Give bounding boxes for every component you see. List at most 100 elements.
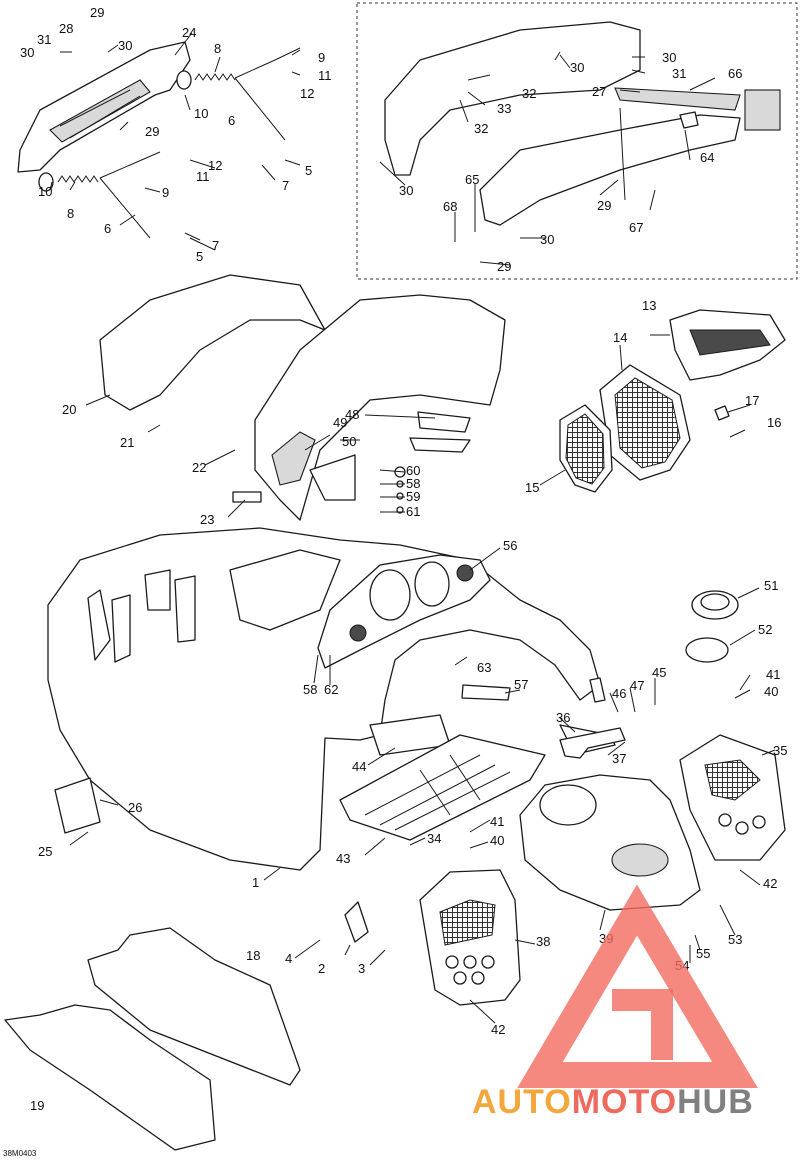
callout-51: 51 bbox=[764, 578, 778, 593]
callout-21: 21 bbox=[120, 435, 134, 450]
callout-26: 26 bbox=[128, 800, 142, 815]
fuel-tank-cover-39 bbox=[519, 774, 701, 911]
callout-29c: 29 bbox=[597, 198, 611, 213]
callout-6b: 6 bbox=[104, 221, 111, 236]
callout-28: 28 bbox=[59, 21, 73, 36]
gauge-panel-56 bbox=[317, 554, 491, 669]
callout-30e: 30 bbox=[399, 183, 413, 198]
automotohub-watermark: AUTOMOTOHUB bbox=[472, 884, 758, 1121]
callout-66: 66 bbox=[728, 66, 742, 81]
callout-19: 19 bbox=[30, 1098, 44, 1113]
callout-37: 37 bbox=[612, 751, 626, 766]
hood-support-bracket bbox=[17, 41, 191, 173]
callout-64: 64 bbox=[700, 150, 714, 165]
callout-24: 24 bbox=[182, 25, 196, 40]
callout-30c: 30 bbox=[570, 60, 584, 75]
callout-30a: 30 bbox=[20, 45, 34, 60]
callout-23: 23 bbox=[200, 512, 214, 527]
detail-frame bbox=[356, 2, 798, 280]
callout-52: 52 bbox=[758, 622, 772, 637]
callout-34: 34 bbox=[427, 831, 441, 846]
callout-47: 47 bbox=[630, 678, 644, 693]
drawing-code: 38M0403 bbox=[3, 1149, 37, 1158]
callout-10b: 10 bbox=[38, 184, 52, 199]
callout-44: 44 bbox=[352, 759, 366, 774]
callout-17: 17 bbox=[745, 393, 759, 408]
callout-35: 35 bbox=[773, 743, 787, 758]
callout-9a: 9 bbox=[318, 50, 325, 65]
callout-6a: 6 bbox=[228, 113, 235, 128]
callout-3: 3 bbox=[358, 961, 365, 976]
callout-68: 68 bbox=[443, 199, 457, 214]
callout-56: 56 bbox=[503, 538, 517, 553]
callout-11b: 11 bbox=[196, 169, 210, 184]
bracket-36 bbox=[559, 727, 626, 759]
callout-62: 62 bbox=[324, 682, 338, 697]
callout-2: 2 bbox=[318, 961, 325, 976]
callout-5a: 5 bbox=[305, 163, 312, 178]
spring-upper bbox=[176, 47, 301, 141]
watermark-part-hub: HUB bbox=[677, 1083, 754, 1121]
callout-31a: 31 bbox=[37, 32, 51, 47]
windshield-panel-22 bbox=[254, 294, 506, 521]
side-grille-35 bbox=[679, 734, 786, 861]
bracket-25 bbox=[54, 777, 101, 834]
watermark-text: AUTOMOTOHUB bbox=[472, 1083, 754, 1121]
callout-49: 49 bbox=[333, 415, 347, 430]
callout-15: 15 bbox=[525, 480, 539, 495]
vent-grilles bbox=[559, 309, 786, 493]
callout-29a: 29 bbox=[90, 5, 104, 20]
callout-59: 59 bbox=[406, 489, 420, 504]
callout-42b: 42 bbox=[491, 1022, 505, 1037]
callout-41a: 41 bbox=[766, 667, 780, 682]
callout-29b: 29 bbox=[145, 124, 159, 139]
callout-57: 57 bbox=[514, 677, 528, 692]
callout-30d: 30 bbox=[662, 50, 676, 65]
callout-29d: 29 bbox=[497, 259, 511, 274]
callout-9b: 9 bbox=[162, 185, 169, 200]
callout-40a: 40 bbox=[764, 684, 778, 699]
callout-38: 38 bbox=[536, 934, 550, 949]
storage-tray-43 bbox=[339, 714, 546, 841]
callout-60: 60 bbox=[406, 463, 420, 478]
callout-33: 33 bbox=[497, 101, 511, 116]
callout-20: 20 bbox=[62, 402, 76, 417]
callout-25: 25 bbox=[38, 844, 52, 859]
callout-48: 48 bbox=[345, 407, 359, 422]
watermark-triangle-logo bbox=[517, 884, 758, 1088]
callout-13: 13 bbox=[642, 298, 656, 313]
leader-lines bbox=[49, 32, 776, 1024]
callout-4: 4 bbox=[285, 951, 292, 966]
callout-43: 43 bbox=[336, 851, 350, 866]
callout-7a: 7 bbox=[282, 178, 289, 193]
side-grille-38 bbox=[419, 869, 521, 1006]
callout-14: 14 bbox=[613, 330, 627, 345]
callout-55: 55 bbox=[696, 946, 710, 961]
callout-12a: 12 bbox=[300, 86, 314, 101]
callout-1: 1 bbox=[252, 875, 259, 890]
callout-53: 53 bbox=[728, 932, 742, 947]
callout-42a: 42 bbox=[763, 876, 777, 891]
callout-41b: 41 bbox=[490, 814, 504, 829]
callout-5b: 5 bbox=[196, 249, 203, 264]
callout-22: 22 bbox=[192, 460, 206, 475]
callout-58b: 58 bbox=[303, 682, 317, 697]
callout-45: 45 bbox=[652, 665, 666, 680]
callout-27: 27 bbox=[592, 84, 606, 99]
callout-7b: 7 bbox=[212, 238, 219, 253]
callout-11a: 11 bbox=[318, 68, 332, 83]
callout-12b: 12 bbox=[208, 158, 222, 173]
callout-16: 16 bbox=[767, 415, 781, 430]
callout-50: 50 bbox=[342, 434, 356, 449]
callout-30b: 30 bbox=[118, 38, 132, 53]
spring-lower bbox=[38, 151, 161, 239]
callout-46: 46 bbox=[612, 686, 626, 701]
callout-36: 36 bbox=[556, 710, 570, 725]
callout-58a: 58 bbox=[406, 476, 420, 491]
watermark-part-moto: MOTO bbox=[572, 1083, 677, 1121]
callout-65: 65 bbox=[465, 172, 479, 187]
bracket-2 bbox=[344, 901, 369, 943]
callout-32b: 32 bbox=[474, 121, 488, 136]
callout-32a: 32 bbox=[522, 86, 536, 101]
